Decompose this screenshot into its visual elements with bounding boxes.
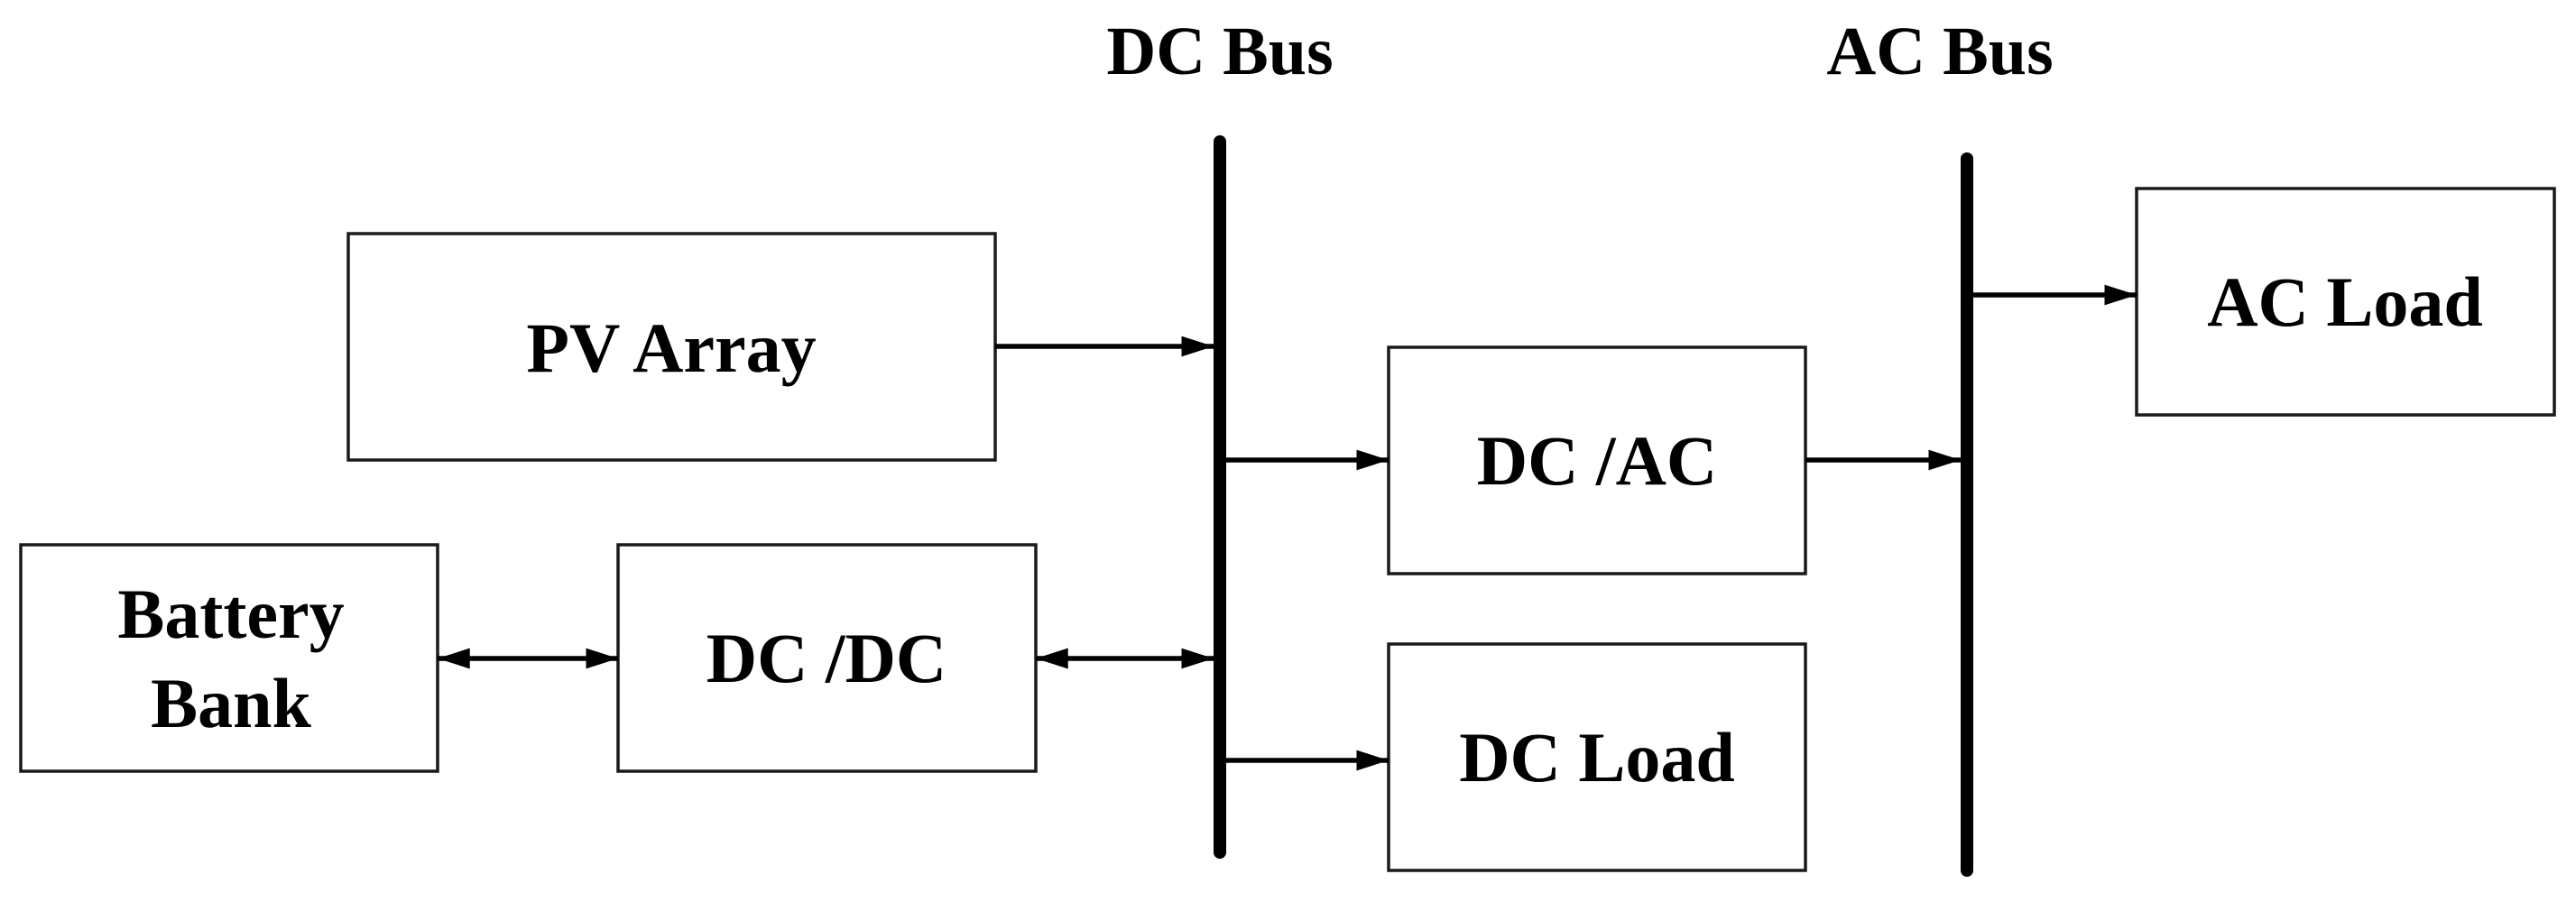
battery-bank-label-line2: Bank bbox=[151, 664, 311, 742]
pv-array-block: PV Array bbox=[346, 232, 997, 462]
dc-load-block: DC Load bbox=[1387, 642, 1807, 872]
dcdc-converter-label: DC /DC bbox=[706, 619, 947, 697]
battery-bank-block: Battery Bank bbox=[19, 543, 439, 773]
dcac-inverter-block: DC /AC bbox=[1387, 345, 1807, 575]
dc-bus-label: DC Bus bbox=[1106, 14, 1333, 89]
dc-load-label: DC Load bbox=[1459, 718, 1735, 796]
dcac-inverter-label: DC /AC bbox=[1477, 421, 1718, 500]
ac-load-label: AC Load bbox=[2207, 262, 2483, 341]
pv-array-label: PV Array bbox=[526, 308, 816, 387]
battery-bank-label-line1: Battery bbox=[117, 575, 344, 653]
ac-bus-label: AC Bus bbox=[1826, 14, 2053, 89]
ac-load-block: AC Load bbox=[2135, 187, 2556, 417]
dcdc-converter-block: DC /DC bbox=[616, 543, 1038, 773]
